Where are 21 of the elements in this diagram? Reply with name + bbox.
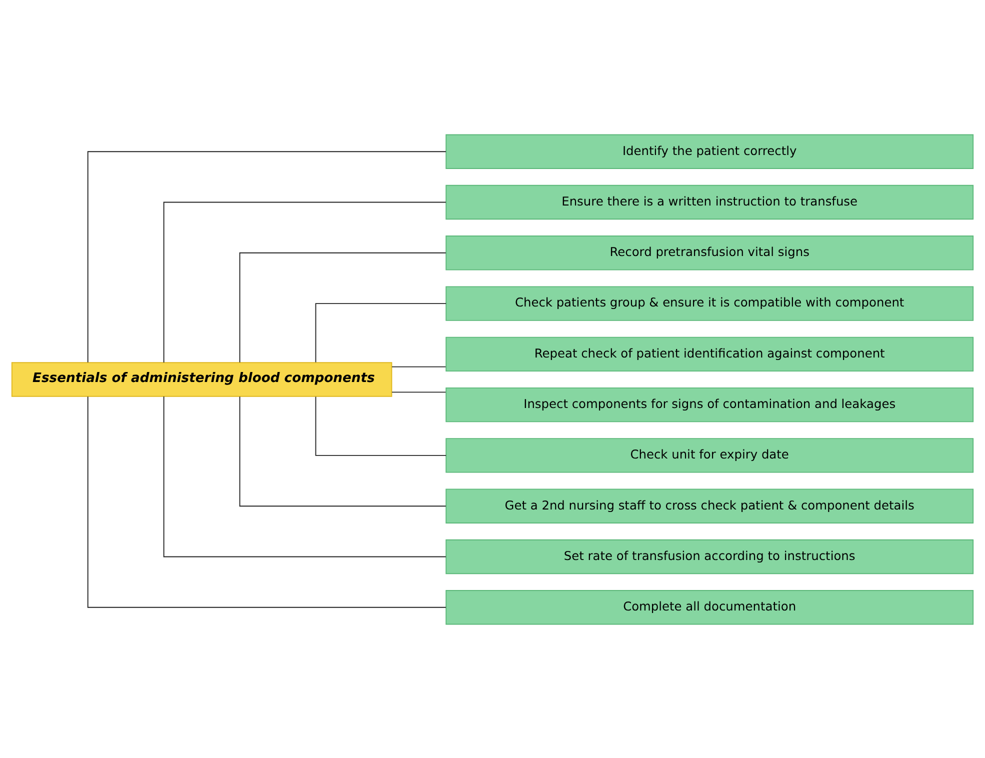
- node-box: Inspect components for signs of contamination and leakages: [446, 386, 974, 422]
- node-box: Check patients group & ensure it is compatible with component: [446, 286, 974, 320]
- connector: [392, 391, 446, 392]
- node-box: Set rate of transfusion according to instructions: [446, 538, 974, 574]
- node-box: Record pretransfusion vital signs: [446, 235, 974, 270]
- connector: [87, 150, 446, 362]
- node-box: Ensure there is a written instruction to transfuse: [446, 184, 974, 220]
- node-box: Repeat check of patient identification against component: [446, 336, 974, 372]
- connector: [315, 396, 447, 456]
- connector: [163, 396, 446, 557]
- node-box: Get a 2nd nursing staff to cross check patient & component details: [446, 488, 974, 523]
- connector: [163, 201, 446, 362]
- node-box: Essentials of administering blood components: [11, 362, 392, 396]
- node-box: Identify the patient correctly: [446, 134, 974, 168]
- node-box: Check unit for expiry date: [446, 438, 974, 472]
- node-box: Complete all documentation: [446, 590, 974, 624]
- connector: [239, 396, 446, 506]
- connector: [87, 396, 446, 608]
- connector: [239, 252, 446, 362]
- connector: [392, 366, 446, 367]
- connector: [315, 302, 447, 362]
